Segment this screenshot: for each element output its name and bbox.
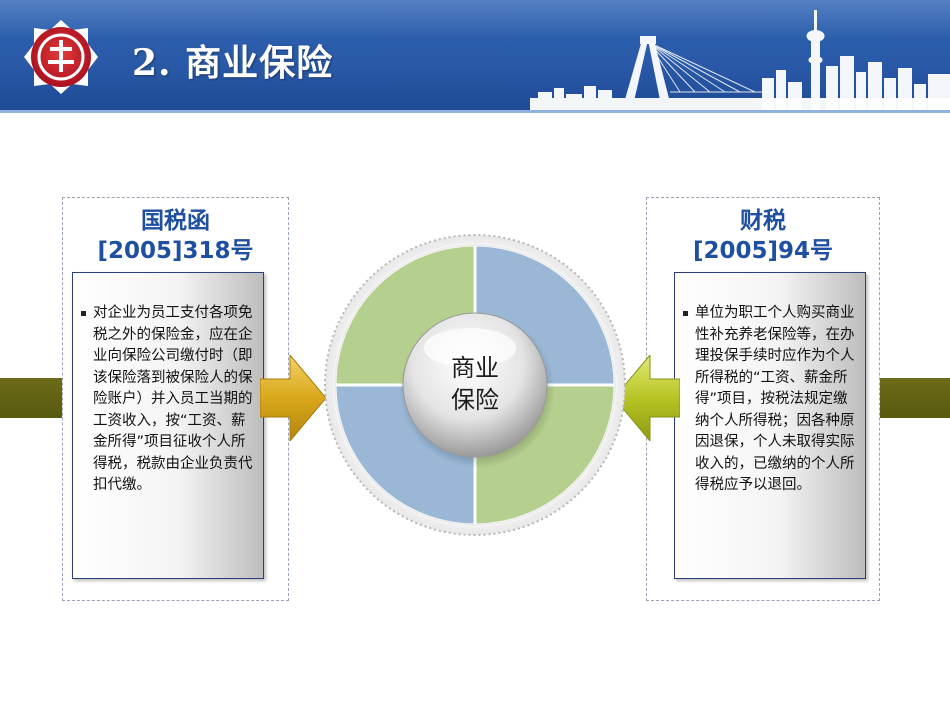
right-policy-textbox: 单位为职工个人购买商业性补充养老保险等，在办理投保手续时应作为个人所得税的“工资… bbox=[674, 272, 866, 579]
header-divider bbox=[0, 110, 950, 113]
right-panel-title-line1: 财税 bbox=[740, 208, 786, 234]
city-skyline-icon bbox=[530, 10, 950, 110]
left-panel-title-line2: [2005]318号 bbox=[97, 238, 254, 264]
left-policy-text: 对企业为员工支付各项免税之外的保险金，应在企业向保险公司缴付时（即该保险落到被保… bbox=[93, 305, 253, 493]
left-policy-textbox: 对企业为员工支付各项免税之外的保险金，应在企业向保险公司缴付时（即该保险落到被保… bbox=[72, 272, 264, 579]
left-panel-title-line1: 国税函 bbox=[141, 208, 210, 234]
center-label-line1: 商业 bbox=[451, 354, 499, 382]
tax-emblem-icon bbox=[24, 20, 98, 94]
bullet-icon bbox=[683, 311, 688, 316]
arrow-right-icon bbox=[260, 355, 326, 441]
slide-header: 2. 商业保险 bbox=[0, 0, 950, 110]
header-shine bbox=[0, 0, 950, 40]
right-panel-title-line2: [2005]94号 bbox=[692, 238, 834, 264]
left-side-bar bbox=[0, 378, 70, 418]
center-label: 商业 保险 bbox=[430, 352, 520, 416]
arrow-left-icon bbox=[614, 355, 680, 441]
right-side-bar bbox=[878, 378, 950, 418]
business-insurance-ring bbox=[324, 234, 626, 536]
slide-title: 2. 商业保险 bbox=[132, 42, 334, 84]
right-policy-text: 单位为职工个人购买商业性补充养老保险等，在办理投保手续时应作为个人所得税的“工资… bbox=[695, 305, 855, 493]
bullet-icon bbox=[81, 311, 86, 316]
center-label-line2: 保险 bbox=[451, 386, 499, 414]
